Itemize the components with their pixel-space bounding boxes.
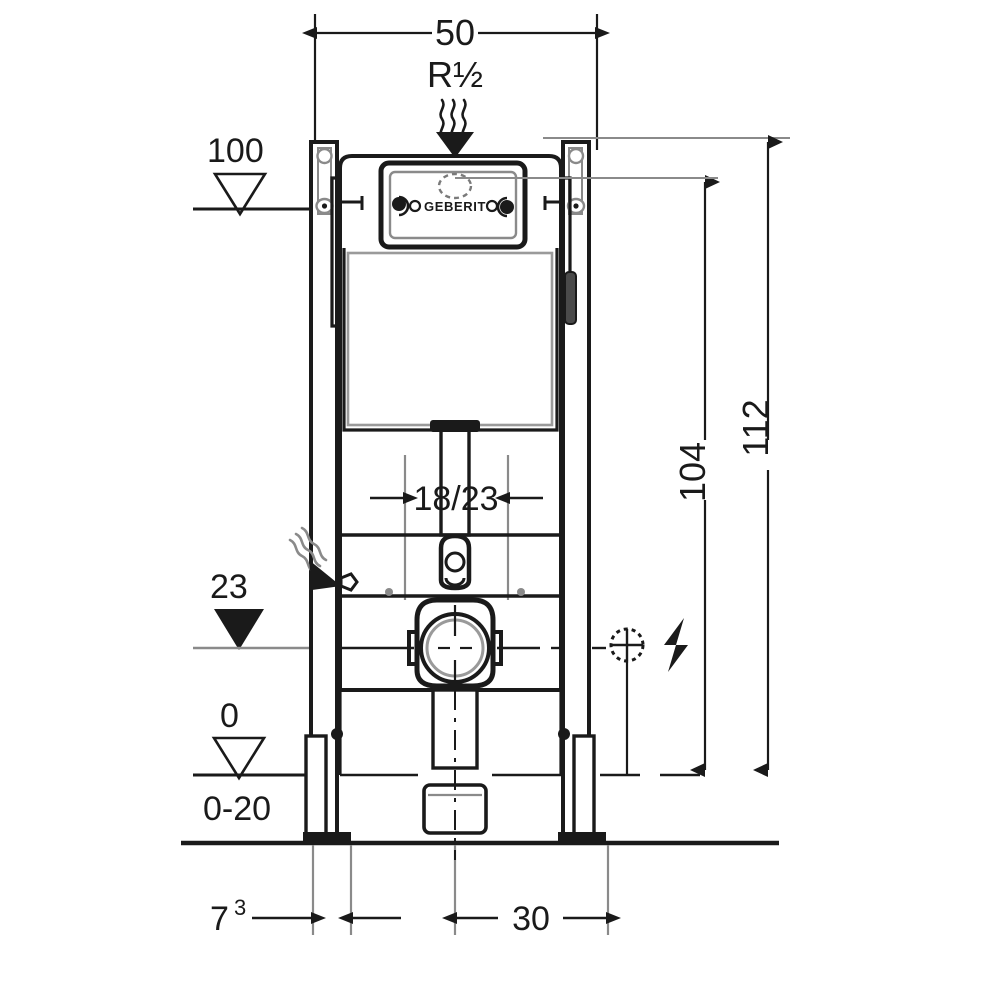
- dim-depth-front-superscript: 3: [234, 895, 246, 920]
- dim-depth-front-label: 7: [210, 900, 229, 938]
- dimension-depth-7: 7 3: [210, 895, 326, 938]
- dimension-offset-18-23: 18/23: [370, 455, 543, 600]
- floor-adjust-label: 0-20: [203, 790, 271, 828]
- level-100-label: 100: [207, 132, 264, 170]
- lower-body: [331, 688, 570, 835]
- level-0-label: 0: [220, 697, 239, 735]
- dim-supply-thread-label: R½: [427, 54, 483, 95]
- level-triangle-outline-icon: [212, 172, 268, 217]
- dimension-width-50: 50: [302, 12, 610, 150]
- water-supply-symbol-group: R½: [427, 54, 483, 158]
- water-supply-arrowhead-icon: [436, 132, 474, 158]
- mounting-tabs: [337, 196, 563, 210]
- level-marker-0: 0 0-20: [193, 697, 316, 828]
- dim-width-top-label: 50: [435, 12, 475, 53]
- level-marker-23: 23: [193, 568, 316, 650]
- dim-height-112-label: 112: [735, 399, 776, 456]
- level-triangle-outline-icon-bottom: [211, 736, 267, 781]
- brand-label: GEBERIT: [424, 199, 486, 214]
- level-marker-100: 100: [193, 132, 316, 217]
- waste-arrowhead-icon: [309, 560, 341, 590]
- dimension-height-112: 112: [543, 135, 790, 777]
- dim-depth-rear-label: 30: [512, 900, 550, 938]
- electrical-symbol-group: [609, 618, 688, 775]
- inspection-opening: GEBERIT: [378, 160, 718, 250]
- level-triangle-filled-icon: [214, 609, 264, 650]
- dimension-depth-30: 30: [442, 900, 621, 938]
- dim-height-104-label: 104: [672, 442, 713, 502]
- mid-cross-member: [340, 533, 561, 598]
- frame-left-rail: [303, 140, 351, 844]
- waste-connection-symbol: [288, 526, 359, 592]
- level-23-label: 23: [210, 568, 248, 606]
- electrical-lightning-bolt-icon: [664, 618, 688, 672]
- bottom-extension-lines: [311, 845, 610, 935]
- waste-outlet-bend: [407, 597, 503, 689]
- dim-offset-label: 18/23: [413, 480, 498, 518]
